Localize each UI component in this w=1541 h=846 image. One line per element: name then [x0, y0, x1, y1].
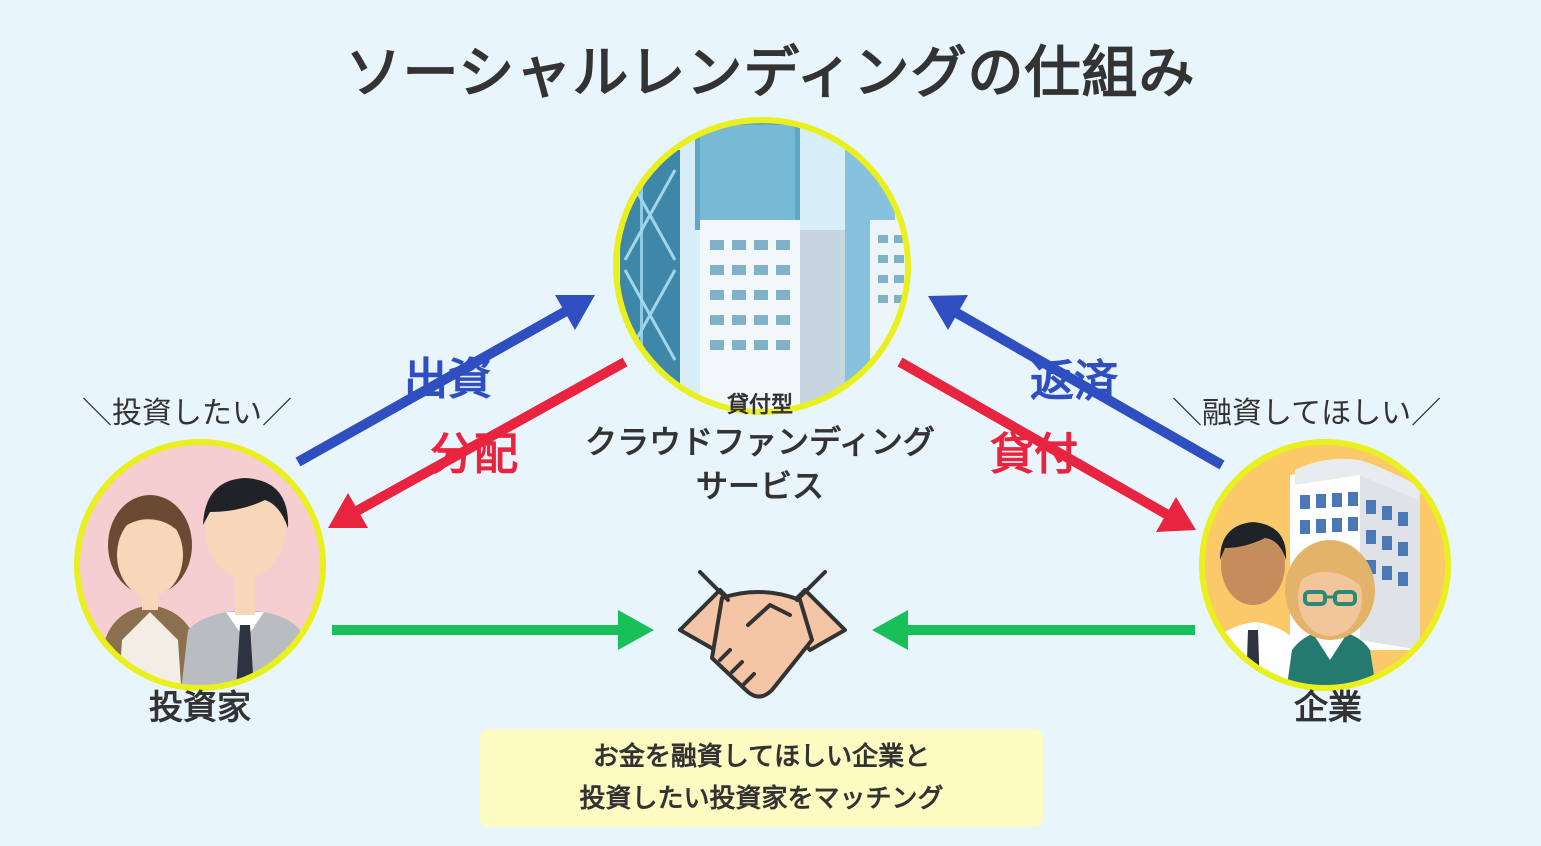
distribution-arrow — [328, 357, 628, 528]
matching-note-line2: 投資したい投資家をマッチング — [579, 784, 944, 814]
investor-wish: ＼投資したい／ — [82, 396, 292, 431]
page-title: ソーシャルレンディングの仕組み — [345, 41, 1196, 106]
center-type-label: 貸付型 — [726, 393, 793, 418]
matching-note: お金を融資してほしい企業と 投資したい投資家をマッチング — [480, 729, 1043, 827]
investment-arrow — [295, 295, 595, 467]
investment-label: 出資 — [404, 354, 492, 405]
city-buildings-icon — [613, 117, 911, 415]
company-people-building-icon — [1199, 439, 1451, 691]
distribution-label: 分配 — [430, 429, 518, 480]
matching-note-line1: お金を融資してほしい企業と — [592, 742, 931, 772]
investors-couple-icon — [74, 439, 326, 691]
repayment-label: 返済 — [1030, 356, 1118, 407]
center-service-line2: サービス — [695, 467, 824, 505]
center-service-line1: クラウドファンディング — [585, 423, 935, 461]
investor-label: 投資家 — [149, 688, 251, 728]
company-label: 企業 — [1294, 688, 1362, 728]
company-match-arrow — [872, 610, 1195, 650]
repayment-arrow — [928, 295, 1225, 470]
loan-label: 貸付 — [990, 429, 1078, 480]
investor-match-arrow — [332, 610, 654, 650]
center-service-label: クラウドファンディング サービス — [560, 420, 960, 508]
company-wish: ＼融資してほしい／ — [1172, 396, 1442, 431]
loan-arrow — [897, 357, 1196, 532]
handshake-icon — [678, 570, 847, 699]
